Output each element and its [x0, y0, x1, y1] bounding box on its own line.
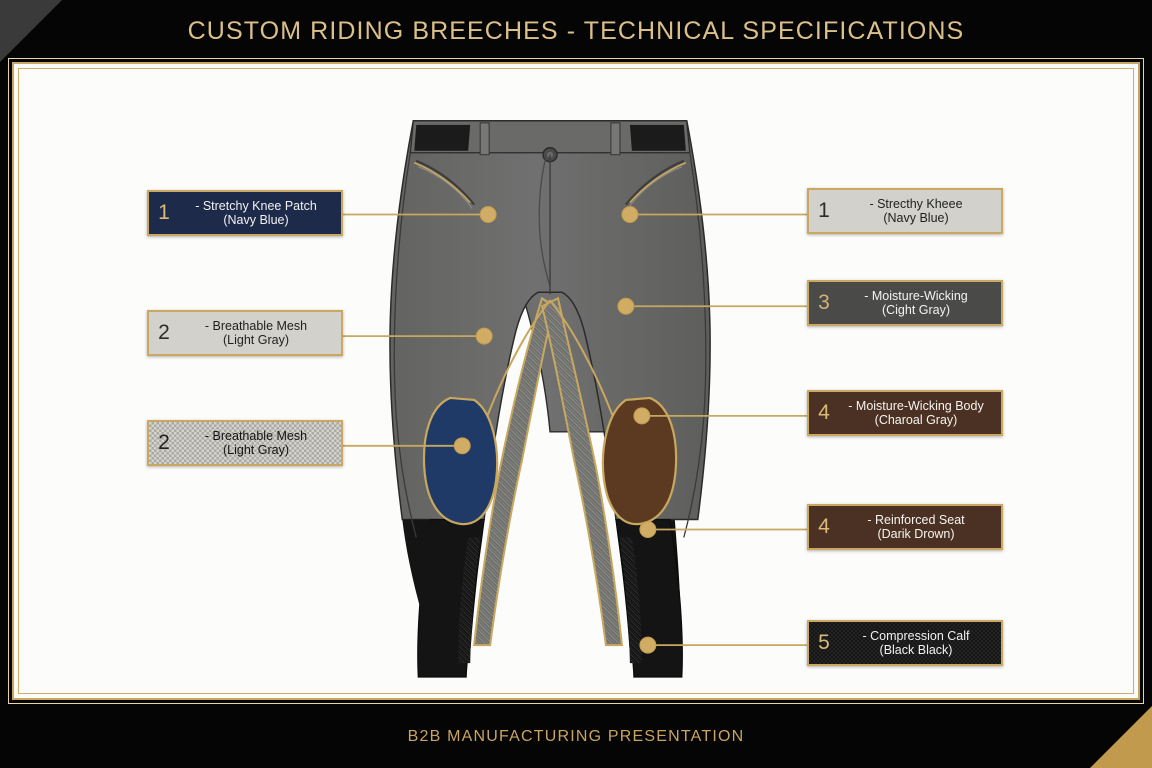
callout-right-4[interactable]: 4 - Reinforced Seat (Darik Drown): [807, 504, 1003, 550]
callout-text: - Breathable Mesh (Light Gray): [204, 428, 308, 457]
callout-text: - Moisture-Wicking (Cight Gray): [864, 288, 968, 317]
callout-right-1[interactable]: 1 - Strecthy Kheee (Navy Blue): [807, 188, 1003, 234]
callout-number: 1: [158, 201, 170, 224]
callout-number: 4: [818, 515, 830, 538]
content-frame: 1 - Stretchy Knee Patch (Navy Blue) 2 - …: [8, 58, 1144, 704]
callout-text: - Stretchy Knee Patch (Navy Blue): [195, 198, 317, 227]
content-area: 1 - Stretchy Knee Patch (Navy Blue) 2 - …: [18, 68, 1134, 694]
slide-footer: B2B MANUFACTURING PRESENTATION: [0, 706, 1152, 768]
callout-text: - Strecthy Kheee (Navy Blue): [869, 196, 963, 225]
callout-right-3[interactable]: 4 - Moisture-Wicking Body (Charoal Gray): [807, 390, 1003, 436]
callout-number: 3: [818, 291, 830, 314]
callout-left-1[interactable]: 1 - Stretchy Knee Patch (Navy Blue): [147, 190, 343, 236]
callout-left-2[interactable]: 2 - Breathable Mesh (Light Gray): [147, 310, 343, 356]
callout-left-3[interactable]: 2 - Breathable Mesh (Light Gray): [147, 420, 343, 466]
footer-label: B2B MANUFACTURING PRESENTATION: [407, 728, 745, 745]
callout-number: 2: [158, 321, 170, 344]
callout-right-2[interactable]: 3 - Moisture-Wicking (Cight Gray): [807, 280, 1003, 326]
slide-header: CUSTOM RIDING BREECHES - TECHNICAL SPECI…: [0, 0, 1152, 62]
breeches-illustration: [214, 120, 940, 678]
callout-number: 1: [818, 199, 830, 222]
diagram-stage: [19, 69, 1133, 693]
page-title: CUSTOM RIDING BREECHES - TECHNICAL SPECI…: [187, 16, 965, 45]
callout-text: - Breathable Mesh (Light Gray): [204, 318, 308, 347]
callout-text: - Moisture-Wicking Body (Charoal Gray): [848, 398, 984, 427]
leader-endpoints: [453, 206, 657, 654]
callout-text: - Compression Calf (Black Black): [862, 628, 970, 657]
callout-right-5[interactable]: 5 - Compression Calf (Black Black): [807, 620, 1003, 666]
garment-body: [389, 120, 711, 678]
corner-accent-bottom-right: [1090, 706, 1152, 768]
callout-number: 5: [818, 631, 830, 654]
callout-number: 2: [158, 431, 170, 454]
corner-accent-top-left: [0, 0, 62, 62]
callout-text: - Reinforced Seat (Darik Drown): [867, 512, 965, 541]
callout-number: 4: [818, 401, 830, 424]
